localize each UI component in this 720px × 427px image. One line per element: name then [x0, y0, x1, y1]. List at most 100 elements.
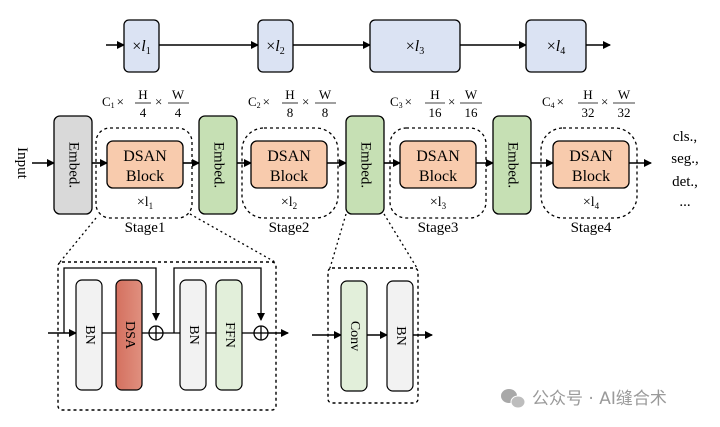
output-seg: seg., [671, 151, 699, 167]
stage-1-frame [95, 127, 193, 219]
conv-label: Conv [347, 321, 362, 351]
svg-text:W: W [618, 87, 631, 102]
dimension-label-1: C1× H 4 × W 4 [102, 87, 189, 120]
dsan-block-4-line1: DSAN [569, 148, 613, 165]
repeat-label-4: ×l4 [547, 38, 565, 57]
dimension-label-4: C4× H 32 × W 32 [542, 87, 635, 120]
dsan-block-2 [250, 140, 328, 189]
ffn-label: FFN [222, 322, 237, 348]
bn-block-1 [75, 279, 103, 391]
svg-text:H: H [430, 87, 439, 102]
repeat-box-3 [369, 19, 461, 73]
stage-2-label: Stage2 [269, 220, 310, 236]
conv-block [340, 280, 368, 392]
svg-text:32: 32 [582, 105, 595, 120]
dsan-block-4 [552, 140, 630, 189]
stage-2-repeat: ×l2 [281, 195, 297, 211]
stage-4-frame [540, 127, 638, 219]
input-label: Input [14, 147, 30, 179]
embed-label-0: Embed. [66, 142, 82, 188]
zoom-connectors [59, 213, 418, 269]
stage-3-label: Stage3 [418, 220, 459, 236]
repeat-box-4 [525, 19, 587, 73]
svg-text:C2×: C2× [248, 94, 270, 110]
dsan-block-1 [106, 140, 184, 189]
stage-1-repeat: ×l1 [137, 195, 153, 211]
stage-4-repeat: ×l4 [583, 195, 600, 211]
dsan-block-1-line1: DSAN [123, 148, 167, 165]
svg-text:×: × [302, 94, 309, 109]
svg-text:H: H [583, 87, 592, 102]
svg-text:×: × [601, 94, 608, 109]
dsan-block-detail: BN DSA BN FFN [48, 261, 289, 411]
repeat-box-1 [123, 19, 160, 73]
svg-text:C4×: C4× [542, 94, 564, 110]
add-icon-2 [253, 325, 269, 341]
svg-text:4: 4 [140, 105, 147, 120]
dimension-label-3: C3× H 16 × W 16 [390, 87, 482, 120]
dsan-block-3 [399, 140, 477, 189]
dsan-block-3-line1: DSAN [416, 148, 460, 165]
embed-label-2: Embed. [358, 142, 374, 188]
dimension-labels: C1× H 4 × W 4 C2× H 8 × W 8 C3× H 16 × [102, 87, 635, 120]
bn-label-embed: BN [393, 326, 408, 345]
svg-text:16: 16 [465, 105, 479, 120]
embed-detail: Conv BN [312, 267, 433, 404]
dsan-block-4-line2: Block [572, 168, 610, 185]
svg-text:W: W [465, 87, 478, 102]
stage-2-frame [241, 127, 339, 219]
embed-block-0 [53, 115, 93, 215]
dsan-block-2-line2: Block [270, 168, 308, 185]
embed-block-3 [492, 115, 532, 215]
bn-block-2 [179, 279, 207, 391]
bn-label-2: BN [186, 325, 201, 344]
skip-connection-1 [63, 267, 160, 333]
dsa-block [115, 279, 143, 391]
watermark: 公众号 · AI缝合术 [501, 389, 667, 409]
svg-text:8: 8 [287, 105, 294, 120]
dsan-block-3-line2: Block [419, 168, 457, 185]
embed-label-3: Embed. [505, 142, 521, 188]
top-repeat-row: ×l1 ×l2 ×l3 ×l4 [106, 19, 611, 73]
repeat-box-2 [257, 19, 294, 73]
bn-block-embed [386, 280, 414, 392]
stage-1-label: Stage1 [125, 220, 166, 236]
repeat-label-1: ×l1 [132, 38, 150, 57]
stage-3-repeat: ×l3 [430, 195, 447, 211]
dimension-label-2: C2× H 8 × W 8 [248, 87, 336, 120]
dsa-label: DSA [122, 321, 137, 350]
svg-text:32: 32 [618, 105, 631, 120]
stage-4-label: Stage4 [571, 220, 612, 236]
skip-connection-2 [173, 267, 265, 333]
svg-text:H: H [285, 87, 294, 102]
repeat-label-3: ×l3 [406, 38, 424, 57]
svg-text:W: W [172, 87, 185, 102]
task-outputs: cls., seg., det., ... [671, 129, 699, 210]
dsan-detail-frame [57, 261, 277, 411]
dsan-block-2-line1: DSAN [267, 148, 311, 165]
watermark-text: 公众号 · AI缝合术 [532, 389, 667, 409]
ffn-block [215, 279, 243, 391]
add-icon-1 [148, 325, 164, 341]
embed-label-1: Embed. [211, 142, 227, 188]
svg-text:C3×: C3× [390, 94, 412, 110]
stage-3-frame [389, 127, 487, 219]
svg-text:H: H [138, 87, 147, 102]
embed-block-1 [198, 115, 238, 215]
output-ellipsis: ... [679, 194, 690, 210]
bn-label-1: BN [82, 325, 97, 344]
svg-text:8: 8 [322, 105, 329, 120]
svg-text:C1×: C1× [102, 94, 124, 110]
embed-block-2 [345, 115, 385, 215]
svg-text:×: × [155, 94, 162, 109]
svg-text:×: × [448, 94, 455, 109]
svg-text:16: 16 [429, 105, 443, 120]
output-det: det., [672, 174, 698, 190]
svg-text:W: W [319, 87, 332, 102]
output-cls: cls., [673, 129, 697, 145]
wechat-icon [501, 389, 526, 409]
svg-text:4: 4 [175, 105, 182, 120]
dsan-block-1-line2: Block [126, 168, 164, 185]
repeat-label-2: ×l2 [266, 38, 284, 57]
